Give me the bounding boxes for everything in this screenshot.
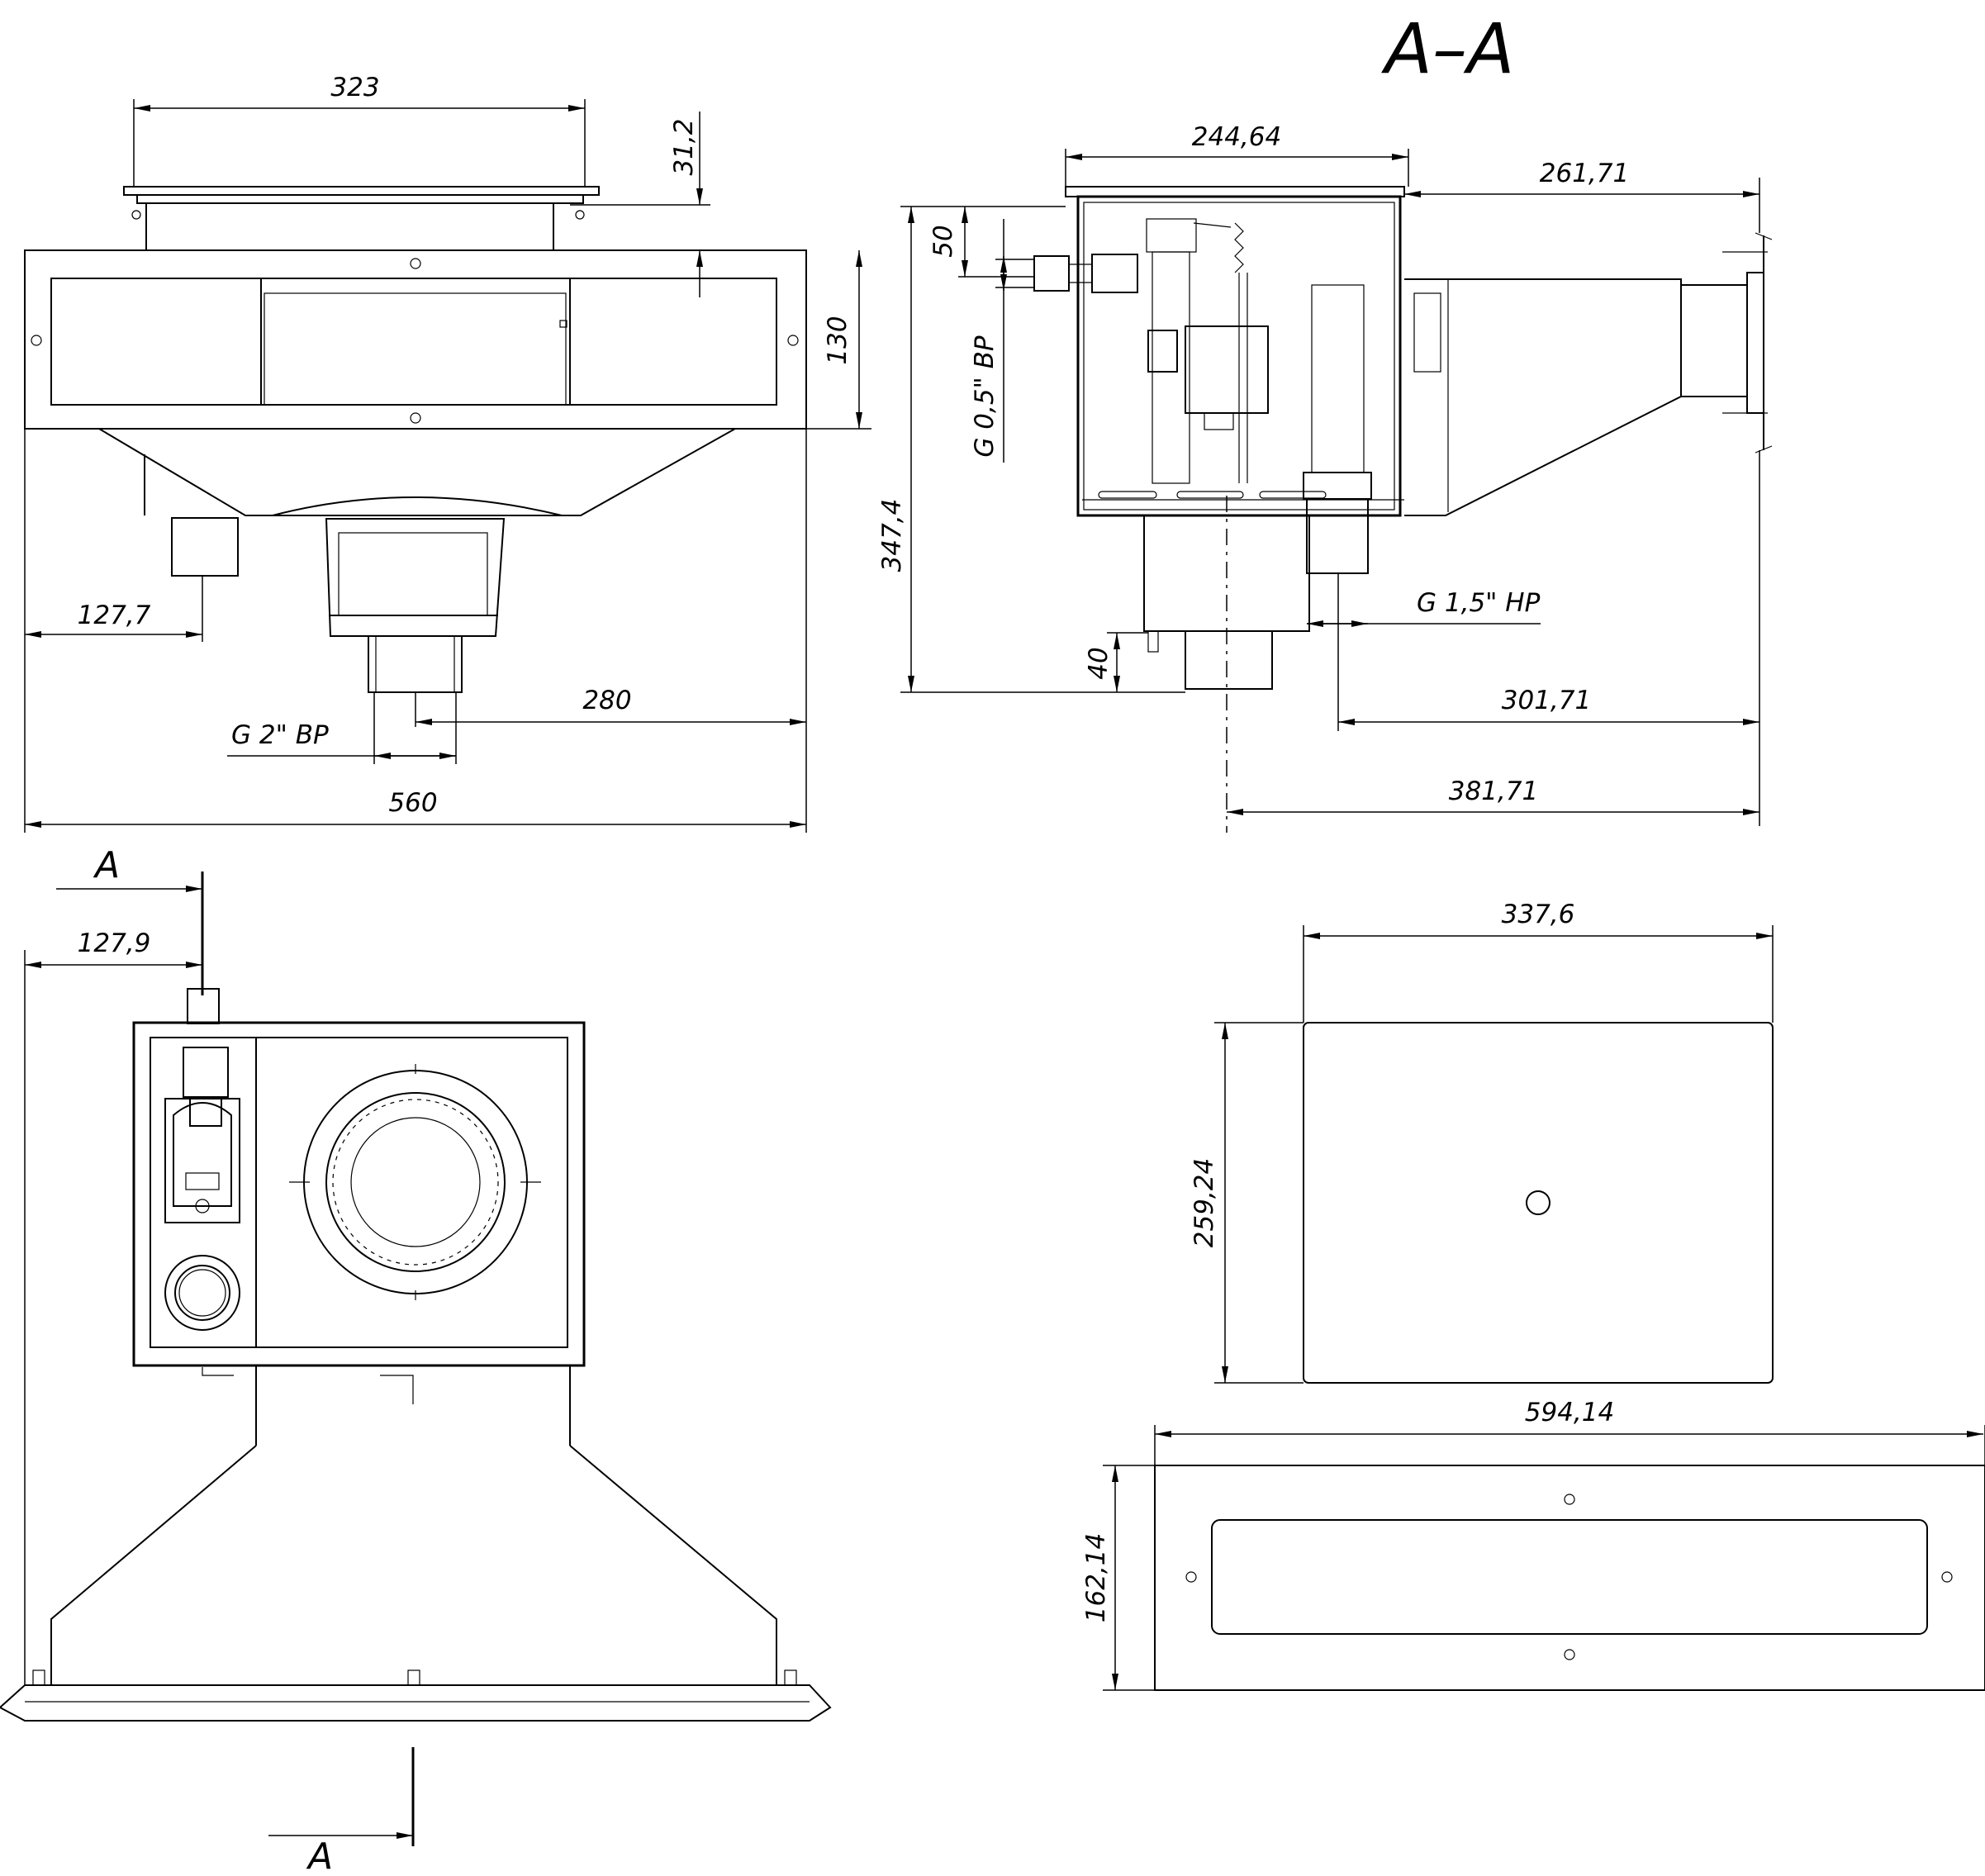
thread-inlet: G 0,5" ВР	[970, 335, 1000, 458]
dim-section-total-depth: 381,71	[1449, 777, 1538, 806]
dim-section-outlet-offset: 301,71	[1502, 686, 1591, 715]
dim-cover-width: 337,6	[1502, 900, 1575, 929]
dim-plan-side-offset: 127,9	[78, 929, 151, 958]
faceplate-view: 594,14 162,14	[1081, 1398, 1985, 1691]
section-a-a: A–A	[877, 8, 1773, 833]
dim-front-frame-width: 323	[330, 73, 379, 102]
section-mark-bottom: A	[306, 1836, 333, 1876]
dim-faceplate-height: 162,14	[1081, 1533, 1111, 1622]
dim-front-frame-height: 31,2	[669, 118, 699, 175]
section-title: A–A	[1381, 8, 1515, 89]
dim-section-total-height: 347,4	[877, 499, 907, 572]
dim-section-bottom-height: 40	[1084, 647, 1114, 679]
cover-view: 337,6 259,24	[1190, 900, 1774, 1384]
thread-drain: G 2" ВР	[231, 720, 329, 750]
dim-section-top-width: 244,64	[1192, 122, 1281, 152]
dim-section-top-right: 261,71	[1540, 159, 1629, 188]
front-view: 323 31,2 130 127,7 280 G 2" ВР 560	[24, 73, 871, 833]
dim-faceplate-width: 594,14	[1525, 1398, 1614, 1427]
plan-view: A A 127,9	[0, 844, 832, 1876]
section-mark-top: A	[93, 844, 120, 886]
dim-front-body-height: 130	[823, 316, 852, 364]
dim-cover-height: 259,24	[1190, 1158, 1219, 1247]
thread-outlet: G 1,5" НР	[1417, 588, 1541, 618]
dim-front-drain-offset: 280	[582, 686, 631, 715]
dim-front-outlet-offset: 127,7	[78, 601, 151, 630]
dim-section-pipe-height: 50	[928, 225, 958, 257]
dim-front-total-width: 560	[388, 788, 437, 818]
